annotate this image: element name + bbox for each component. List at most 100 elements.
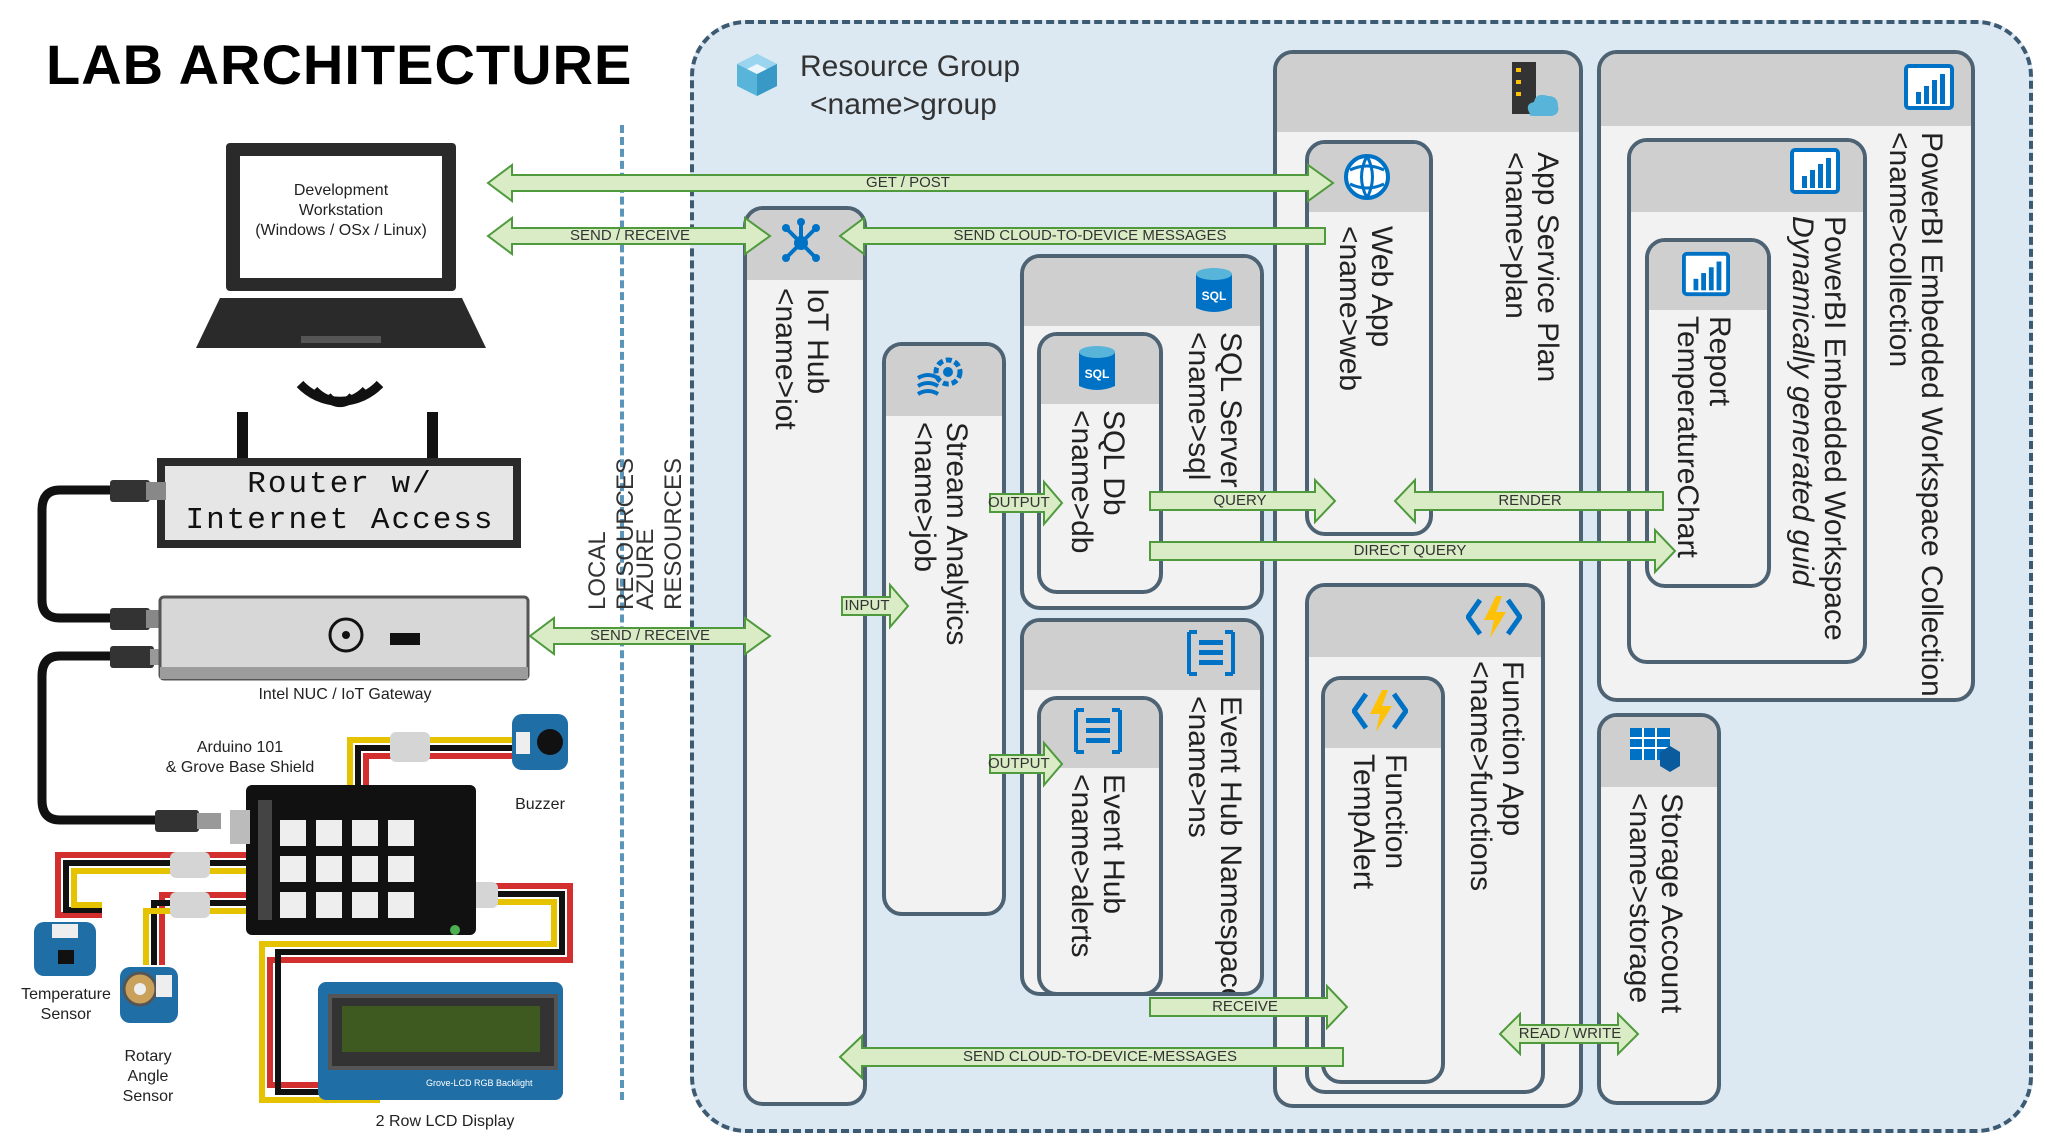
event-hub-name: <name>alerts xyxy=(1065,774,1098,958)
workstation-line3: (Windows / OSx / Linux) xyxy=(255,222,427,239)
arrow-label-c2d-top: SEND CLOUD-TO-DEVICE MESSAGES xyxy=(953,227,1227,244)
wifi-icon xyxy=(290,362,390,437)
arrow-c2d-bottom xyxy=(838,1033,1344,1081)
resource-group-name: <name>group xyxy=(810,88,997,121)
temp-sensor-line2: Sensor xyxy=(40,1006,92,1023)
iot-hub-type: IoT Hub xyxy=(801,288,834,395)
arrow-input xyxy=(841,582,910,630)
storage-label: Storage Account <name>storage xyxy=(1623,793,1688,1014)
storage-name: <name>storage xyxy=(1623,793,1656,1004)
pbi-workspace-label: PowerBI Embedded Workspace Dynamically g… xyxy=(1786,216,1851,641)
resource-group-cube-icon xyxy=(732,50,782,100)
arrow-receive xyxy=(1149,983,1349,1031)
sql-server-label: SQL Server <name>sql xyxy=(1182,332,1247,488)
event-hub-namespace-type: Event Hub Namespace xyxy=(1214,696,1247,996)
app-service-plan-label: App Service Plan <name>plan xyxy=(1499,152,1564,382)
rotary-line2: Angle xyxy=(127,1068,169,1085)
function-name: TempAlert xyxy=(1347,754,1380,890)
event-hub-label: Event Hub <name>alerts xyxy=(1065,774,1130,958)
event-hub-header xyxy=(1041,700,1159,768)
arrow-render xyxy=(1393,477,1664,525)
function-label: Function TempAlert xyxy=(1347,754,1412,890)
sql-server-type: SQL Server xyxy=(1214,332,1247,488)
function-type: Function xyxy=(1379,754,1412,870)
buzzer-module xyxy=(510,712,570,772)
arrow-output-sql xyxy=(989,479,1064,527)
stream-analytics-box: Stream Analytics <name>job xyxy=(882,342,1006,916)
router-line2: Internet Access xyxy=(185,503,495,538)
page-title: LAB ARCHITECTURE xyxy=(46,33,633,96)
arrow-label-read-write: READ / WRITE xyxy=(1518,1025,1622,1042)
intel-nuc xyxy=(158,595,530,681)
arduino-wiring xyxy=(55,732,573,1103)
resource-group-label: Resource Group <name>group xyxy=(800,48,1020,124)
arrow-label-query: QUERY xyxy=(1213,492,1267,509)
pbi-collection-name: <name>collection xyxy=(1883,132,1916,368)
arrow-send-receive-nuc xyxy=(528,616,772,656)
nuc-label: Intel NUC / IoT Gateway xyxy=(258,686,432,703)
temp-sensor-line1: Temperature xyxy=(21,986,111,1003)
pbi-collection-label: PowerBI Embedded Workspace Collection <n… xyxy=(1883,132,1948,697)
sql-server-name: <name>sql xyxy=(1182,332,1215,481)
rotary-line3: Sensor xyxy=(122,1088,174,1105)
arduino-line1: Arduino 101 xyxy=(196,739,284,756)
stream-analytics-icon xyxy=(914,352,968,402)
router xyxy=(155,410,523,550)
sql-db-type: SQL Db xyxy=(1097,410,1130,516)
app-service-plan-name: <name>plan xyxy=(1499,152,1532,319)
iot-hub-label: IoT Hub <name>iot xyxy=(769,288,834,430)
app-service-plan-icon xyxy=(1506,60,1560,122)
function-app-label: Function App <name>functions xyxy=(1464,661,1529,892)
sql-db-name: <name>db xyxy=(1065,410,1098,554)
report-box: Report TemperatureChart xyxy=(1645,238,1771,588)
lcd-label: 2 Row LCD Display xyxy=(375,1113,515,1130)
pbi-workspace-name: Dynamically generated guid xyxy=(1786,216,1819,587)
lightning-function-icon xyxy=(1352,686,1408,736)
lightning-function-icon xyxy=(1466,592,1522,642)
router-line1: Router w/ xyxy=(247,467,433,502)
event-hub-namespace-name: <name>ns xyxy=(1182,696,1215,838)
resource-group-title: Resource Group xyxy=(800,50,1021,83)
iot-hub-box: IoT Hub <name>iot xyxy=(743,206,867,1106)
stream-analytics-label: Stream Analytics <name>job xyxy=(908,422,973,646)
arrow-label-output-sql: OUTPUT xyxy=(988,494,1050,511)
arrow-output-eh xyxy=(989,740,1064,788)
powerbi-icon xyxy=(1904,62,1954,112)
web-app-type: Web App xyxy=(1365,226,1398,348)
lcd-screen-glass xyxy=(342,1006,540,1052)
event-hub-box: Event Hub <name>alerts xyxy=(1037,696,1163,996)
temperature-sensor-label: Temperature Sensor xyxy=(6,985,126,1025)
arrow-label-output-eh: OUTPUT xyxy=(988,755,1050,772)
workstation-line1: Development xyxy=(293,182,389,199)
report-label: Report TemperatureChart xyxy=(1671,316,1736,558)
arrow-direct-query xyxy=(1149,527,1677,575)
event-hub-icon xyxy=(1185,628,1237,678)
storage-account-icon xyxy=(1628,724,1684,774)
stream-analytics-type: Stream Analytics xyxy=(940,422,973,646)
arrow-label-receive: RECEIVE xyxy=(1212,998,1278,1015)
iot-hub-icon xyxy=(776,218,826,268)
arrow-label-get-post: GET / POST xyxy=(866,174,950,191)
lcd-screen xyxy=(328,994,558,1070)
storage-type: Storage Account xyxy=(1655,793,1688,1014)
function-app-type: Function App xyxy=(1496,661,1529,837)
local-azure-divider xyxy=(620,125,624,1100)
event-hub-type: Event Hub xyxy=(1097,774,1130,915)
sql-db-label: SQL Db <name>db xyxy=(1065,410,1130,554)
arrow-query xyxy=(1149,477,1337,525)
temperature-sensor-module xyxy=(32,920,98,978)
arrow-c2d-top xyxy=(838,216,1326,256)
lcd-display-module: Grove-LCD RGB Backlight xyxy=(318,982,563,1100)
router-label: Router w/ Internet Access xyxy=(165,467,515,539)
svg-text:SQL: SQL xyxy=(1202,289,1227,303)
pbi-workspace-type: PowerBI Embedded Workspace xyxy=(1818,216,1851,641)
function-app-name: <name>functions xyxy=(1464,661,1497,892)
arrow-label-input: INPUT xyxy=(844,597,890,614)
report-name: TemperatureChart xyxy=(1671,316,1704,558)
sql-icon: SQL xyxy=(1075,344,1119,394)
iot-hub-name: <name>iot xyxy=(769,288,802,430)
arrow-get-post xyxy=(486,163,1335,203)
powerbi-icon xyxy=(1790,146,1840,196)
web-app-name: <name>web xyxy=(1333,226,1366,392)
